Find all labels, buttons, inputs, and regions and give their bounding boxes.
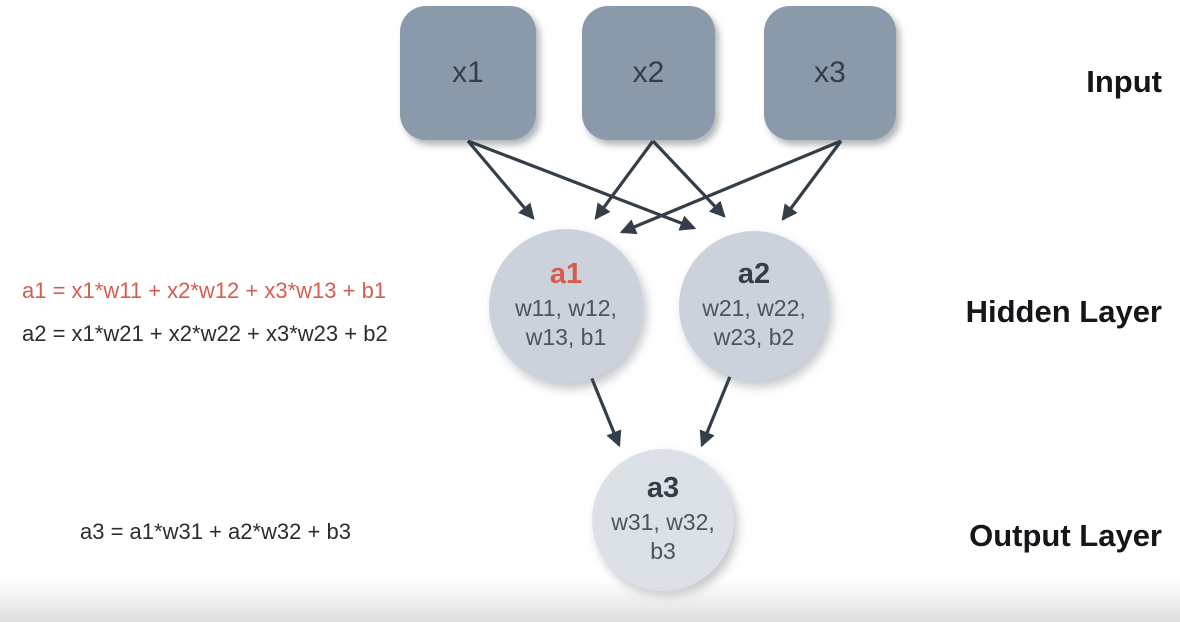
edge-x2-a2 (651, 139, 726, 218)
edge-x2-a1 (594, 140, 655, 220)
hidden-node-a1-params-line1: w11, w12, (515, 295, 617, 321)
hidden-node-a2-label: a2 (737, 258, 771, 291)
hidden-node-a1-label: a1 (549, 258, 583, 291)
input-node-x3: x3 (764, 6, 896, 140)
equation-a1: a1 = x1*w11 + x2*w12 + x3*w13 + b1 (22, 278, 387, 303)
equation-a3: a3 = a1*w31 + a2*w32 + b3 (80, 519, 351, 544)
edge-x1-a2 (467, 139, 697, 231)
edge-x3-a1 (619, 139, 842, 235)
hidden-node-a2-params: w21, w22, w23, b2 (702, 294, 806, 353)
layer-label-output: Output Layer (969, 518, 1162, 553)
input-node-x2-label: x2 (632, 56, 665, 89)
layer-label-hidden: Hidden Layer (965, 294, 1162, 329)
output-node-a3-params-line1: w31, w32, (611, 509, 715, 535)
hidden-node-a1: a1 w11, w12, w13, b1 (489, 229, 643, 383)
edge-x1-a1 (466, 139, 535, 220)
edge-a1-a3 (588, 373, 622, 448)
layer-label-input: Input (1086, 64, 1162, 99)
input-node-x2: x2 (582, 6, 715, 140)
hidden-node-a2-params-line1: w21, w22, (702, 295, 806, 321)
edge-a2-a3 (699, 373, 733, 448)
equation-a2: a2 = x1*w21 + x2*w22 + x3*w23 + b2 (22, 321, 388, 346)
output-node-a3: a3 w31, w32, b3 (592, 449, 734, 591)
hidden-node-a2-params-line2: w23, b2 (713, 324, 795, 351)
edge-x3-a2 (781, 140, 843, 221)
output-node-a3-label: a3 (646, 472, 680, 505)
hidden-node-a1-params: w11, w12, w13, b1 (515, 294, 617, 353)
input-node-x1-label: x1 (452, 56, 484, 89)
input-node-x1: x1 (400, 6, 536, 140)
output-node-a3-params-line2: b3 (650, 538, 676, 565)
hidden-node-a1-params-line2: w13, b1 (525, 324, 607, 351)
bottom-gradient-edge (0, 580, 1180, 622)
hidden-node-a2: a2 w21, w22, w23, b2 (679, 231, 829, 381)
input-node-x3-label: x3 (814, 56, 846, 89)
output-node-a3-params: w31, w32, b3 (611, 508, 715, 567)
